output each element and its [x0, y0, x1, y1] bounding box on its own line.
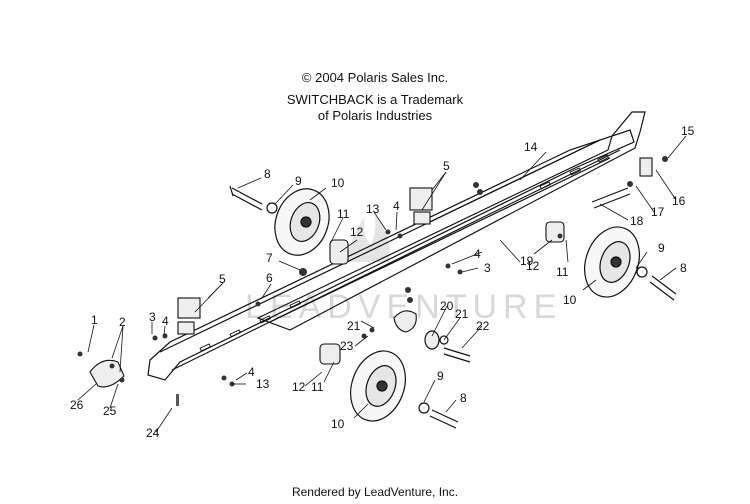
callout-19: 19 — [520, 254, 534, 268]
callout-2: 2 — [119, 315, 126, 329]
callout-12: 12 — [292, 380, 306, 394]
callout-24: 24 — [146, 426, 160, 440]
trademark-line-1: SWITCHBACK is a Trademark — [286, 92, 464, 107]
callout-4: 4 — [393, 199, 400, 213]
leader-lines — [77, 135, 687, 433]
callout-1: 1 — [91, 313, 98, 327]
callout-26: 26 — [70, 398, 84, 412]
callout-11: 11 — [337, 207, 350, 221]
callout-10: 10 — [331, 176, 345, 190]
callout-10: 10 — [331, 417, 345, 431]
callout-12: 12 — [350, 225, 364, 239]
flame-watermark-icon — [345, 215, 390, 262]
callout-7: 7 — [266, 251, 273, 265]
callout-9: 9 — [295, 174, 302, 188]
callout-4: 4 — [474, 247, 481, 261]
idler-wheel-lower — [350, 350, 406, 422]
callout-14: 14 — [524, 140, 538, 154]
callout-3: 3 — [149, 310, 156, 324]
callout-21: 21 — [347, 319, 361, 333]
fasteners — [77, 156, 668, 406]
callout-6: 6 — [266, 271, 273, 285]
callout-25: 25 — [103, 404, 117, 418]
callout-20: 20 — [440, 299, 454, 313]
callout-21: 21 — [455, 307, 469, 321]
callout-18: 18 — [630, 214, 644, 228]
callout-23: 23 — [340, 339, 354, 353]
copyright-text: © 2004 Polaris Sales Inc. — [301, 70, 449, 85]
callout-5: 5 — [443, 159, 450, 173]
callout-4: 4 — [162, 314, 169, 328]
callout-10: 10 — [563, 293, 577, 307]
rendered-by-footer: Rendered by LeadVenture, Inc. — [291, 485, 459, 499]
callout-8: 8 — [460, 391, 467, 405]
idler-wheel-right — [584, 226, 640, 298]
callout-4: 4 — [248, 365, 255, 379]
callout-5: 5 — [219, 272, 226, 286]
callout-13: 13 — [256, 377, 270, 391]
wear-blocks — [89, 157, 653, 388]
callout-15: 15 — [681, 124, 695, 138]
axle-bolts — [229, 185, 677, 429]
callout-9: 9 — [658, 241, 665, 255]
callout-12: 12 — [526, 259, 540, 273]
callout-8: 8 — [264, 167, 271, 181]
callout-8: 8 — [680, 261, 687, 275]
trademark-line-2: of Polaris Industries — [317, 108, 433, 123]
callout-22: 22 — [476, 319, 490, 333]
callout-11: 11 — [556, 265, 569, 279]
callout-16: 16 — [672, 194, 686, 208]
callout-3: 3 — [484, 261, 491, 275]
callout-11: 11 — [311, 380, 324, 394]
callout-9: 9 — [437, 369, 444, 383]
callout-17: 17 — [651, 205, 665, 219]
rear-rail-lower — [147, 129, 635, 381]
callout-13: 13 — [366, 202, 380, 216]
callout-labels: 1 2 3 3 4 4 4 4 5 5 6 7 8 8 8 9 9 9 10 1… — [70, 124, 695, 440]
idler-wheel-upper — [274, 188, 330, 256]
